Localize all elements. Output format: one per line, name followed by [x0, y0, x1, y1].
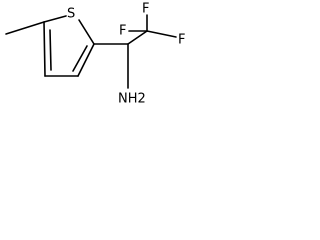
bond-ch-cf3 — [127, 30, 148, 45]
bond-cf3-f-right — [146, 30, 177, 38]
bond-methyl-c5 — [5, 21, 45, 35]
fluorine-right-label: F — [178, 33, 185, 48]
bond-c5-s — [43, 15, 67, 23]
fluorine-left-label: F — [119, 24, 126, 39]
bond-s-c2 — [78, 19, 95, 45]
fluorine-top-label: F — [142, 2, 149, 17]
bond-c2-c3 — [77, 43, 95, 77]
molecule-diagram: S F F F NH2 — [5, 2, 185, 107]
bond-c2-c3-double — [72, 45, 88, 72]
sulfur-atom-label: S — [67, 7, 75, 22]
bond-c4-c5-double — [49, 29, 52, 71]
bond-c4-c5 — [43, 21, 46, 77]
amine-label: NH2 — [118, 92, 146, 107]
